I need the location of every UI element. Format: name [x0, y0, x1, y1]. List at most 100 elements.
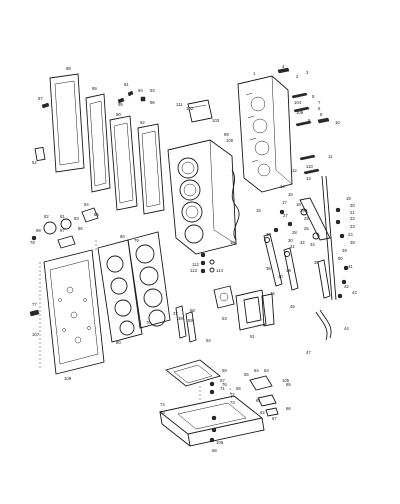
callout-59: 59: [188, 318, 193, 323]
cover-53: [213, 285, 235, 309]
callout-40: 40: [278, 274, 283, 279]
callout-99: 99: [224, 132, 229, 137]
callout-54: 54: [206, 338, 211, 343]
callout-4: 4: [282, 64, 285, 69]
left-dashed-guides: [39, 240, 97, 370]
callout-46: 46: [270, 291, 275, 296]
callout-104: 104: [294, 100, 302, 105]
callout-9: 9: [308, 118, 311, 123]
right-hardware: [273, 207, 349, 299]
callout-58: 58: [190, 308, 195, 313]
callout-33: 33: [266, 232, 271, 237]
callout-17: 17: [282, 200, 287, 205]
callout-43: 43: [352, 290, 357, 295]
plug-77: [29, 309, 40, 317]
callout-20: 20: [350, 203, 355, 208]
callout-70: 70: [146, 320, 151, 325]
callout-102: 102: [186, 106, 194, 111]
callout-96: 96: [150, 100, 155, 105]
callout-34: 34: [310, 242, 315, 247]
gasket-90: [109, 115, 138, 211]
callout-12: 12: [292, 168, 297, 173]
callout-22: 22: [350, 216, 355, 221]
callout-83: 83: [74, 216, 79, 221]
callout-44: 44: [344, 326, 349, 331]
callout-101: 101: [230, 240, 238, 245]
callout-39: 39: [286, 268, 291, 273]
head-gasket-79: [127, 231, 171, 329]
callout-8: 8: [320, 112, 323, 117]
callout-86: 86: [78, 226, 83, 231]
callout-113: 113: [190, 268, 197, 273]
callout-51: 51: [250, 334, 255, 339]
callout-24: 24: [348, 232, 353, 237]
callout-11: 11: [328, 154, 333, 159]
callout-57: 57: [220, 378, 225, 383]
callout-77: 77: [32, 302, 37, 307]
bottom-hardware: [209, 375, 279, 443]
callout-94: 94: [138, 88, 143, 93]
cylinder-block: [167, 139, 237, 255]
callout-63: 63: [264, 368, 269, 373]
cover-plate-89: [85, 93, 111, 193]
callout-100: 100: [226, 138, 234, 143]
callout-27: 27: [283, 213, 288, 218]
callout-29: 29: [300, 208, 305, 213]
callout-68: 68: [212, 448, 217, 453]
callout-18: 18: [296, 202, 301, 207]
callout-21: 21: [350, 210, 355, 215]
callout-74: 74: [160, 402, 165, 407]
callout-112: 112: [192, 262, 199, 267]
callout-6: 6: [318, 106, 321, 111]
callout-65: 65: [286, 382, 291, 387]
callout-16: 16: [288, 192, 293, 197]
callout-32: 32: [300, 240, 305, 245]
throttle-linkage: [299, 175, 337, 301]
callout-105: 105: [282, 378, 290, 383]
callout-82: 82: [44, 214, 49, 219]
callout-81: 81: [60, 214, 65, 219]
callout-47: 47: [306, 350, 311, 355]
callout-106: 106: [216, 440, 224, 445]
callout-92: 92: [140, 120, 145, 125]
callout-109: 109: [296, 110, 304, 115]
callout-45: 45: [290, 304, 295, 309]
callout-110: 110: [306, 164, 313, 169]
thermostat-housing: [31, 207, 99, 249]
callout-88: 88: [66, 66, 71, 71]
callout-89: 89: [92, 86, 97, 91]
callout-67: 67: [272, 416, 277, 421]
callout-80: 80: [116, 340, 121, 345]
callout-97: 97: [60, 228, 65, 233]
module-box-111: [187, 99, 213, 123]
callout-75: 75: [160, 410, 165, 415]
callout-71: 71: [220, 386, 225, 391]
callout-37: 37: [173, 311, 178, 316]
centre-bolt-stack: [200, 252, 215, 274]
callout-79: 79: [134, 238, 139, 243]
callout-labels: 1 2 3 4 5 6 7 8 9 10 11 12 13 14 15 16 1…: [30, 64, 357, 453]
callout-38: 38: [178, 316, 183, 321]
callout-48: 48: [350, 240, 355, 245]
callout-66: 66: [286, 406, 291, 411]
callout-87: 87: [38, 96, 43, 101]
adaptor-plate-69: [165, 359, 221, 387]
callout-55: 55: [244, 372, 249, 377]
callout-69: 69: [222, 368, 227, 373]
callout-91: 91: [124, 82, 129, 87]
callout-14: 14: [280, 184, 285, 189]
plug-52: [34, 146, 46, 162]
callout-2: 2: [296, 74, 299, 79]
callout-93: 93: [150, 88, 155, 93]
callout-111: 111: [176, 102, 183, 107]
callout-72: 72: [230, 392, 235, 397]
callout-85: 85: [94, 212, 99, 217]
link-rods: [263, 233, 331, 299]
callout-26: 26: [304, 226, 309, 231]
callout-78: 78: [30, 240, 35, 245]
callout-62: 62: [260, 410, 265, 415]
callout-103: 103: [212, 118, 220, 123]
callout-64: 64: [254, 368, 259, 373]
callout-15: 15: [256, 208, 261, 213]
